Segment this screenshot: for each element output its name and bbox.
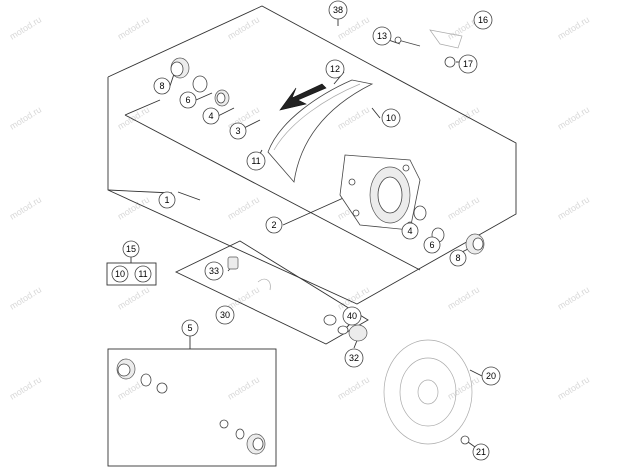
callout-label: 40 bbox=[347, 311, 357, 321]
callout-label: 20 bbox=[486, 371, 496, 381]
watermark-text: motod.ru bbox=[226, 14, 261, 41]
callout-8: 8 bbox=[449, 249, 467, 267]
watermark-text: motod.ru bbox=[226, 374, 261, 401]
callout-label: 10 bbox=[386, 113, 396, 123]
watermark-text: motod.ru bbox=[8, 284, 43, 311]
watermark-text: motod.ru bbox=[336, 374, 371, 401]
watermark-layer: motod.ru motod.ru motod.ru motod.ru moto… bbox=[8, 14, 591, 401]
left-bearing-stack bbox=[170, 57, 230, 107]
callout-6: 6 bbox=[423, 236, 441, 254]
watermark-text: motod.ru bbox=[446, 374, 481, 401]
callout-label: 3 bbox=[235, 126, 240, 136]
callout-3: 3 bbox=[229, 122, 247, 140]
callout-label: 6 bbox=[185, 95, 190, 105]
callout-30: 30 bbox=[215, 305, 235, 325]
callout-label: 11 bbox=[138, 269, 147, 279]
callout-label: 33 bbox=[209, 266, 219, 276]
callout-label: 4 bbox=[208, 111, 213, 121]
watermark-text: motod.ru bbox=[226, 194, 261, 221]
callout-label: 10 bbox=[115, 269, 125, 279]
callout-label: 8 bbox=[159, 81, 164, 91]
watermark-text: motod.ru bbox=[8, 194, 43, 221]
callout-40: 40 bbox=[342, 306, 362, 326]
callout-label: 16 bbox=[478, 15, 488, 25]
callout-21: 21 bbox=[472, 443, 490, 461]
axle-parts-30 bbox=[257, 278, 271, 291]
callout-4: 4 bbox=[202, 107, 220, 125]
callout-38: 38 bbox=[328, 0, 348, 20]
box-30 bbox=[174, 240, 369, 345]
callout-12: 12 bbox=[325, 59, 345, 79]
callout-label: 32 bbox=[349, 353, 359, 363]
callout-label: 17 bbox=[463, 59, 473, 69]
callout-11: 11 bbox=[246, 151, 266, 171]
sprocket-20 bbox=[383, 339, 473, 445]
callout-label: 21 bbox=[476, 447, 486, 457]
direction-arrow bbox=[279, 83, 327, 111]
callout-label: 4 bbox=[407, 226, 412, 236]
bolt-21 bbox=[460, 435, 470, 445]
callout-label: 38 bbox=[333, 5, 343, 15]
callout-10: 10 bbox=[111, 265, 129, 283]
brake-disc bbox=[267, 79, 374, 183]
callout-label: 8 bbox=[455, 253, 460, 263]
callout-4: 4 bbox=[401, 222, 419, 240]
callout-label: 5 bbox=[187, 323, 192, 333]
watermark-text: motod.ru bbox=[556, 284, 591, 311]
watermark-text: motod.ru bbox=[116, 104, 151, 131]
callout-32: 32 bbox=[344, 348, 364, 368]
callout-20: 20 bbox=[481, 366, 501, 386]
callout-5: 5 bbox=[181, 319, 199, 337]
watermark-text: motod.ru bbox=[556, 14, 591, 41]
callout-10: 10 bbox=[381, 108, 401, 128]
watermark-text: motod.ru bbox=[8, 104, 43, 131]
assembly-outline bbox=[107, 5, 517, 305]
box-5 bbox=[107, 348, 277, 467]
watermark-text: motod.ru bbox=[8, 14, 43, 41]
watermark-text: motod.ru bbox=[556, 104, 591, 131]
callout-label: 6 bbox=[429, 240, 434, 250]
wheel-hub bbox=[339, 154, 421, 231]
callout-1: 1 bbox=[158, 191, 176, 209]
callout-label: 15 bbox=[126, 244, 136, 254]
watermark-text: motod.ru bbox=[116, 284, 151, 311]
watermark-text: motod.ru bbox=[446, 194, 481, 221]
bolt-13 bbox=[394, 36, 421, 47]
callout-11: 11 bbox=[134, 265, 152, 283]
watermark-text: motod.ru bbox=[446, 284, 481, 311]
watermark-text: motod.ru bbox=[116, 194, 151, 221]
watermark-text: motod.ru bbox=[556, 194, 591, 221]
callout-8: 8 bbox=[153, 77, 171, 95]
callout-17: 17 bbox=[458, 54, 478, 74]
callout-6: 6 bbox=[179, 91, 197, 109]
callout-label: 30 bbox=[220, 310, 230, 320]
watermark-text: motod.ru bbox=[336, 104, 371, 131]
watermark-text: motod.ru bbox=[556, 374, 591, 401]
spacer-33 bbox=[227, 256, 239, 270]
seal-40 bbox=[323, 314, 337, 326]
callout-13: 13 bbox=[372, 26, 392, 46]
callout-label: 13 bbox=[377, 31, 387, 41]
callout-label: 12 bbox=[330, 64, 340, 74]
callout-15: 15 bbox=[122, 240, 140, 258]
callout-label: 11 bbox=[251, 156, 260, 166]
leader-lines bbox=[130, 18, 483, 448]
watermark-text: motod.ru bbox=[8, 374, 43, 401]
wheel-bearing-kit-5 bbox=[116, 358, 266, 455]
box-15 bbox=[106, 262, 157, 286]
washer-17 bbox=[444, 56, 456, 68]
watermark-text: motod.ru bbox=[116, 14, 151, 41]
bolt-16 bbox=[429, 29, 463, 49]
callout-16: 16 bbox=[473, 10, 493, 30]
callout-label: 2 bbox=[271, 220, 276, 230]
callout-label: 1 bbox=[164, 195, 169, 205]
callout-33: 33 bbox=[204, 261, 224, 281]
callout-2: 2 bbox=[265, 216, 283, 234]
nut-32 bbox=[337, 324, 368, 342]
